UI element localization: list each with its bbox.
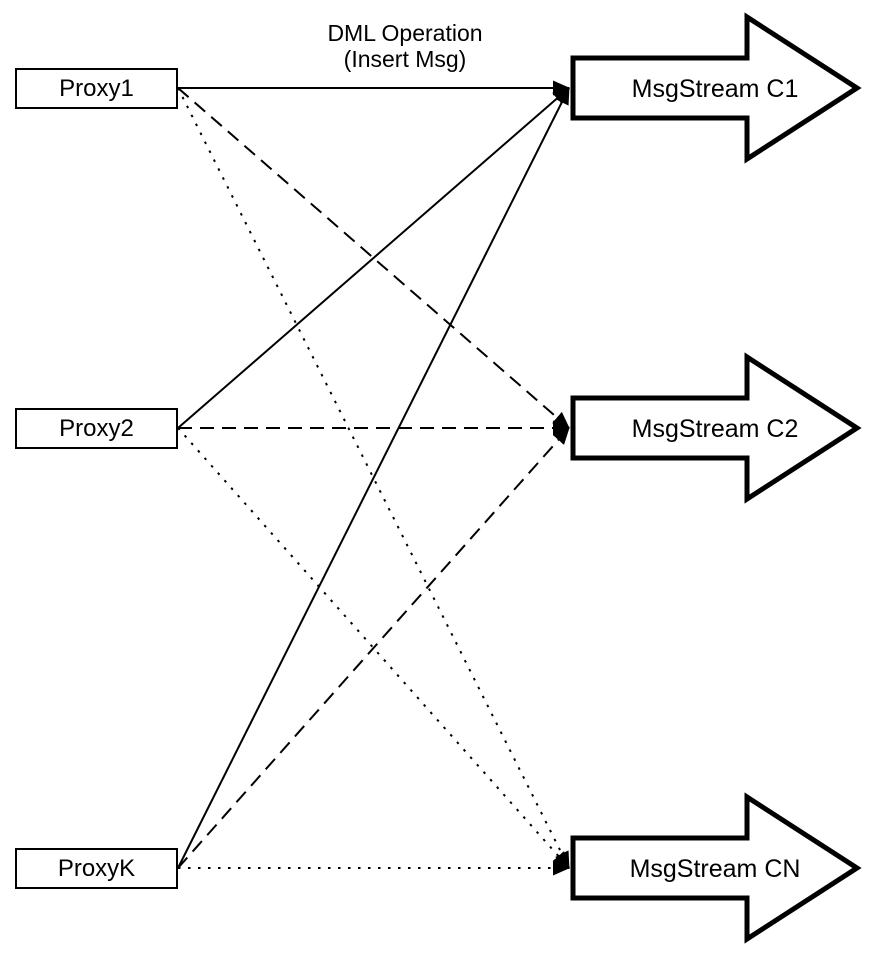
msgstream-node-cn: MsgStream CN: [570, 792, 862, 944]
edge-proxyk-c2-dashed: [177, 427, 570, 869]
block-arrow-c2: [570, 352, 862, 504]
proxy-label-proxy2: Proxy2: [59, 414, 134, 442]
block-arrow-cn: [570, 792, 862, 944]
msgstream-node-c1: MsgStream C1: [570, 12, 862, 164]
dml-operation-label: DML Operation (Insert Msg): [255, 20, 555, 72]
edge-proxy2-c1-solid: [177, 87, 570, 429]
dml-operation-label-line2: (Insert Msg): [343, 46, 467, 72]
edge-proxy1-c2-dashed: [177, 87, 570, 429]
proxy-label-proxyk: ProxyK: [57, 854, 136, 882]
msgstream-label-c2: MsgStream C2: [632, 415, 799, 443]
msgstream-label-c1: MsgStream C1: [632, 75, 799, 103]
proxy-node-proxy2: Proxy2: [15, 408, 178, 449]
edge-proxy2-cn-dotted: [177, 427, 570, 869]
msgstream-node-c2: MsgStream C2: [570, 352, 862, 504]
block-arrow-c1: [570, 12, 862, 164]
proxy-label-proxy1: Proxy1: [59, 74, 134, 102]
msgstream-label-cn: MsgStream CN: [630, 855, 801, 883]
proxy-node-proxy1: Proxy1: [15, 68, 178, 109]
dml-operation-label-line1: DML Operation: [327, 20, 483, 46]
edge-layer: [177, 80, 570, 876]
edge-proxyk-c1-solid: [177, 87, 570, 869]
proxy-node-proxyk: ProxyK: [15, 848, 178, 889]
